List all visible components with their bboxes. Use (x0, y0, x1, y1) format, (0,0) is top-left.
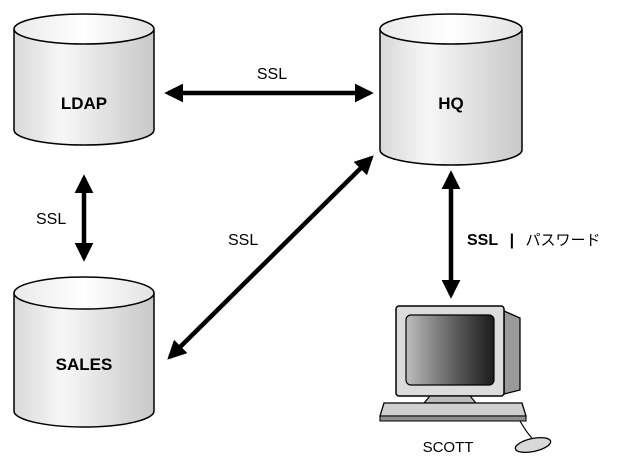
monitor-side (503, 310, 521, 395)
sales-hq-ssl-label: SSL (228, 232, 258, 249)
sales-database: SALES (13, 276, 155, 428)
ldap-label: LDAP (61, 94, 107, 113)
ldap-sales-ssl-label: SSL (36, 211, 66, 228)
mouse-cable (519, 420, 533, 439)
ldap-cylinder-top (13, 13, 155, 45)
hq-client-ssl-label: SSL (467, 232, 498, 249)
sales-hq-arrow (167, 155, 374, 360)
mouse-icon (514, 436, 552, 454)
hq-database: HQ (379, 13, 523, 166)
ldap-hq-ssl-label: SSL (257, 66, 287, 83)
keyboard-front (379, 415, 527, 422)
client-computer: SCOTT (379, 305, 552, 456)
hq-cylinder-body (379, 29, 523, 166)
ldap-database: LDAP (13, 13, 155, 146)
monitor-screen (405, 314, 495, 386)
hq-cylinder-top (379, 13, 523, 45)
sales-label: SALES (56, 355, 113, 374)
password-label: パスワード (526, 231, 601, 249)
keyboard (379, 402, 527, 417)
ldap-cylinder-body (13, 29, 155, 146)
hq-label: HQ (438, 94, 464, 113)
sales-cylinder-body (13, 293, 155, 428)
monitor-stand (422, 395, 478, 404)
auth-separator: | (510, 232, 514, 249)
hq-client-auth-label: SSL | パスワード (467, 231, 601, 249)
client-label: SCOTT (423, 439, 474, 456)
sales-cylinder-top (13, 276, 155, 310)
